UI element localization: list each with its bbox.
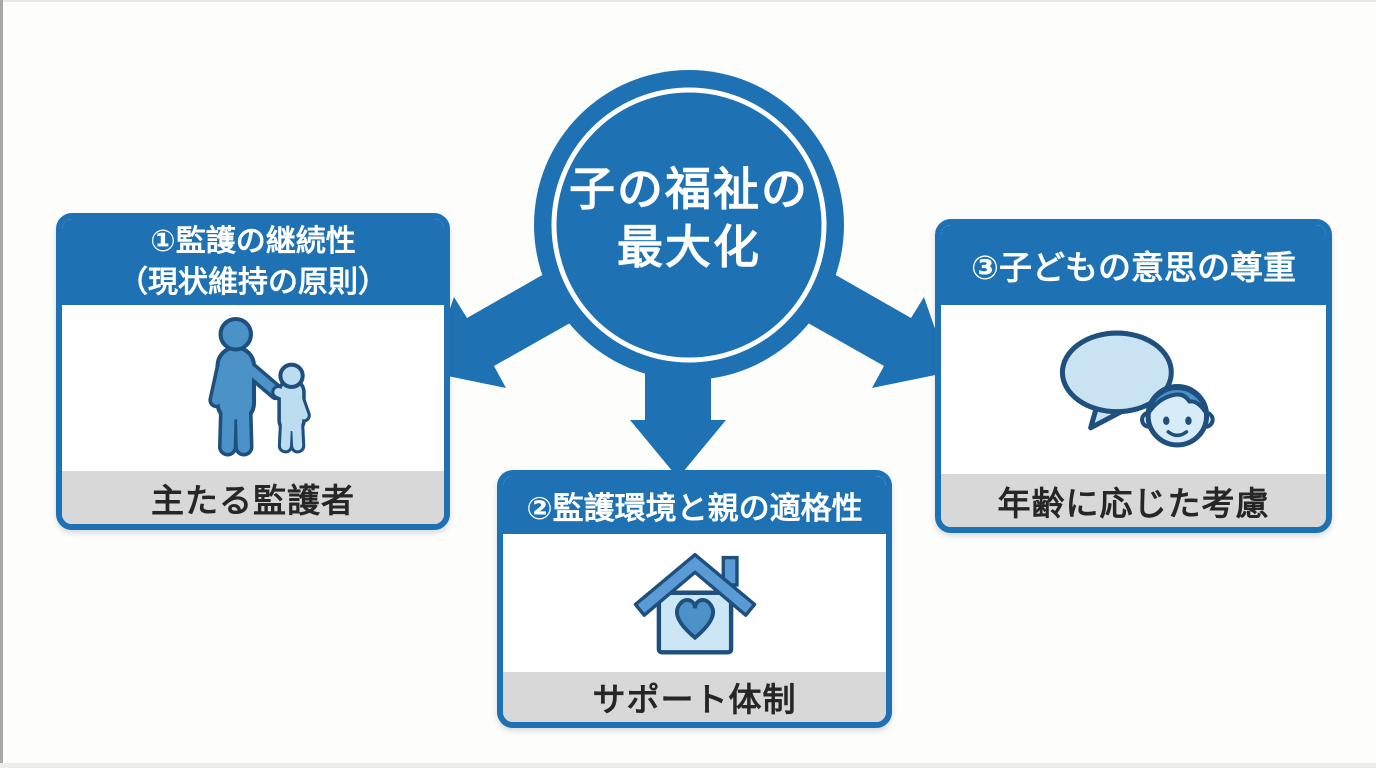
frame-left-line xyxy=(0,0,3,768)
frame-bottom-line xyxy=(0,763,1376,768)
house-heart-icon xyxy=(633,552,756,655)
box-custody-environment-footer: サポート体制 xyxy=(503,672,886,722)
center-circle xyxy=(534,70,844,380)
box-child-wishes: ③子どもの意思の尊重 年齢に応じた考慮 xyxy=(935,219,1332,533)
box-custody-continuity-header-line1: ①監護の継続性 xyxy=(150,225,356,258)
box-custody-environment: ②監護環境と親の適格性 サポート体制 xyxy=(497,470,892,728)
box-child-wishes-footer: 年齢に応じた考慮 xyxy=(941,474,1326,527)
parent-child-icon xyxy=(208,317,311,457)
arrow-to-left-box xyxy=(428,266,586,388)
box-custody-continuity: ①監護の継続性 （現状維持の原則） xyxy=(56,213,450,530)
center-circle-inner-ring xyxy=(551,87,827,363)
center-title-line1: 子の福祉の xyxy=(569,163,809,215)
box-custody-continuity-footer: 主たる監護者 xyxy=(62,471,444,524)
speech-bubble-child-icon xyxy=(1059,330,1215,447)
box-custody-environment-header: ②監護環境と親の適格性 xyxy=(503,476,886,534)
box-custody-continuity-header-line2: （現状維持の原則） xyxy=(118,266,388,299)
box-child-wishes-body xyxy=(941,305,1326,474)
center-circle-title: 子の福祉の 最大化 xyxy=(534,160,844,276)
box-custody-environment-body xyxy=(503,534,886,672)
arrow-to-right-box xyxy=(792,266,950,388)
box-child-wishes-header: ③子どもの意思の尊重 xyxy=(941,225,1326,305)
frame-top-line xyxy=(0,0,1376,2)
box-custody-continuity-header: ①監護の継続性 （現状維持の原則） xyxy=(62,219,444,305)
center-title-line2: 最大化 xyxy=(617,221,761,273)
box-custody-continuity-body xyxy=(62,305,444,471)
